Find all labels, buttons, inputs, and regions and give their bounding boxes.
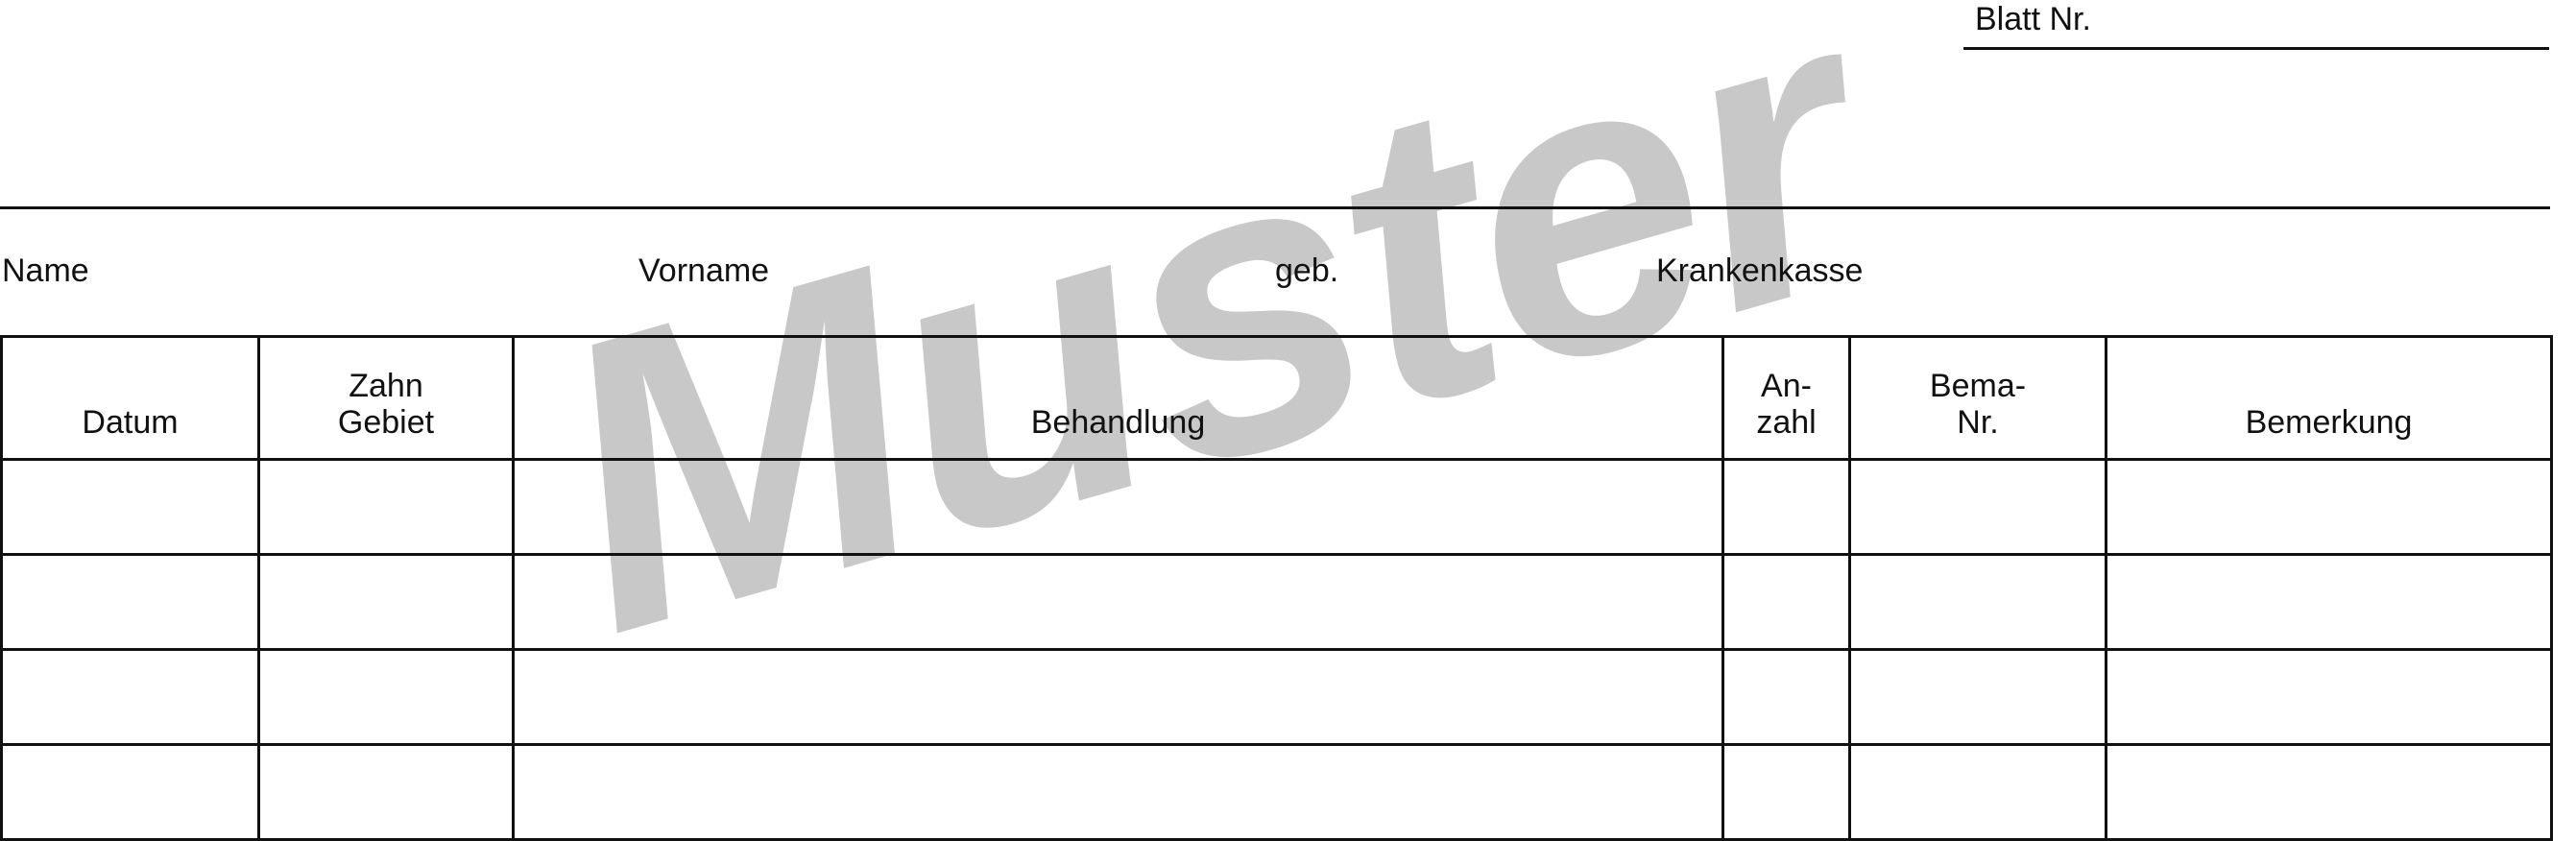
bema-nr-input[interactable]	[1851, 651, 2105, 743]
column-header-behandlung: Behandlung	[512, 335, 1724, 461]
cell-bema-nr[interactable]	[1848, 553, 2107, 651]
vorname-label: Vorname	[638, 252, 770, 289]
cell-bemerkung[interactable]	[2105, 743, 2553, 841]
zahn-gebiet-input[interactable]	[260, 461, 512, 553]
zahn-gebiet-input[interactable]	[260, 556, 512, 648]
anzahl-input[interactable]	[1724, 556, 1848, 648]
cell-behandlung[interactable]	[512, 458, 1724, 556]
table-row	[0, 458, 2553, 556]
cell-zahn-gebiet[interactable]	[257, 743, 515, 841]
name-label: Name	[2, 252, 89, 289]
column-header-bemerkung-line2: Bemerkung	[2245, 404, 2413, 441]
column-header-bema-nr-line1: Bema-	[1929, 368, 2027, 404]
column-header-anzahl: An- zahl	[1721, 335, 1851, 461]
datum-input[interactable]	[3, 556, 257, 648]
treatment-table: Datum Zahn Gebiet Behandlung An- zahl	[0, 335, 2553, 841]
header-divider	[0, 206, 2550, 209]
bemerkung-input[interactable]	[2107, 651, 2550, 743]
cell-behandlung[interactable]	[512, 553, 1724, 651]
cell-bema-nr[interactable]	[1848, 458, 2107, 556]
column-header-zahn-gebiet: Zahn Gebiet	[257, 335, 515, 461]
column-header-zahn-gebiet-line1: Zahn	[349, 368, 423, 404]
table-header-row: Datum Zahn Gebiet Behandlung An- zahl	[0, 335, 2553, 461]
anzahl-input[interactable]	[1724, 461, 1848, 553]
cell-bema-nr[interactable]	[1848, 648, 2107, 746]
cell-anzahl[interactable]	[1721, 553, 1851, 651]
cell-zahn-gebiet[interactable]	[257, 458, 515, 556]
cell-bema-nr[interactable]	[1848, 743, 2107, 841]
cell-datum[interactable]	[0, 648, 260, 746]
bema-nr-input[interactable]	[1851, 556, 2105, 648]
column-header-behandlung-line2: Behandlung	[1030, 404, 1206, 441]
bemerkung-input[interactable]	[2107, 461, 2550, 553]
column-header-anzahl-line2: zahl	[1756, 404, 1817, 441]
column-header-datum-line2: Datum	[82, 404, 179, 441]
cell-bemerkung[interactable]	[2105, 648, 2553, 746]
insurance-label: Krankenkasse	[1656, 252, 1864, 289]
cell-datum[interactable]	[0, 743, 260, 841]
cell-bemerkung[interactable]	[2105, 458, 2553, 556]
cell-behandlung[interactable]	[512, 648, 1724, 746]
cell-anzahl[interactable]	[1721, 458, 1851, 556]
cell-zahn-gebiet[interactable]	[257, 648, 515, 746]
bema-nr-input[interactable]	[1851, 461, 2105, 553]
cell-datum[interactable]	[0, 553, 260, 651]
column-header-anzahl-line1: An-	[1761, 368, 1812, 404]
column-header-datum: Datum	[0, 335, 260, 461]
column-header-bema-nr: Bema- Nr.	[1848, 335, 2107, 461]
cell-behandlung[interactable]	[512, 743, 1724, 841]
datum-input[interactable]	[3, 651, 257, 743]
sheet-number-field-line[interactable]	[1963, 47, 2549, 50]
table-row	[0, 743, 2553, 841]
column-header-zahn-gebiet-line2: Gebiet	[337, 404, 435, 441]
datum-input[interactable]	[3, 461, 257, 553]
cell-datum[interactable]	[0, 458, 260, 556]
behandlung-input[interactable]	[515, 461, 1721, 553]
cell-zahn-gebiet[interactable]	[257, 553, 515, 651]
anzahl-input[interactable]	[1724, 651, 1848, 743]
cell-anzahl[interactable]	[1721, 648, 1851, 746]
table-row	[0, 553, 2553, 651]
birthdate-label: geb.	[1275, 252, 1339, 289]
zahn-gebiet-input[interactable]	[260, 651, 512, 743]
column-header-bema-nr-line2: Nr.	[1957, 404, 1999, 441]
cell-bemerkung[interactable]	[2105, 553, 2553, 651]
bemerkung-input[interactable]	[2107, 556, 2550, 648]
behandlung-input[interactable]	[515, 651, 1721, 743]
table-row	[0, 648, 2553, 746]
cell-anzahl[interactable]	[1721, 743, 1851, 841]
column-header-bemerkung: Bemerkung	[2105, 335, 2553, 461]
sheet-number-label: Blatt Nr.	[1975, 1, 2091, 37]
behandlung-input[interactable]	[515, 556, 1721, 648]
